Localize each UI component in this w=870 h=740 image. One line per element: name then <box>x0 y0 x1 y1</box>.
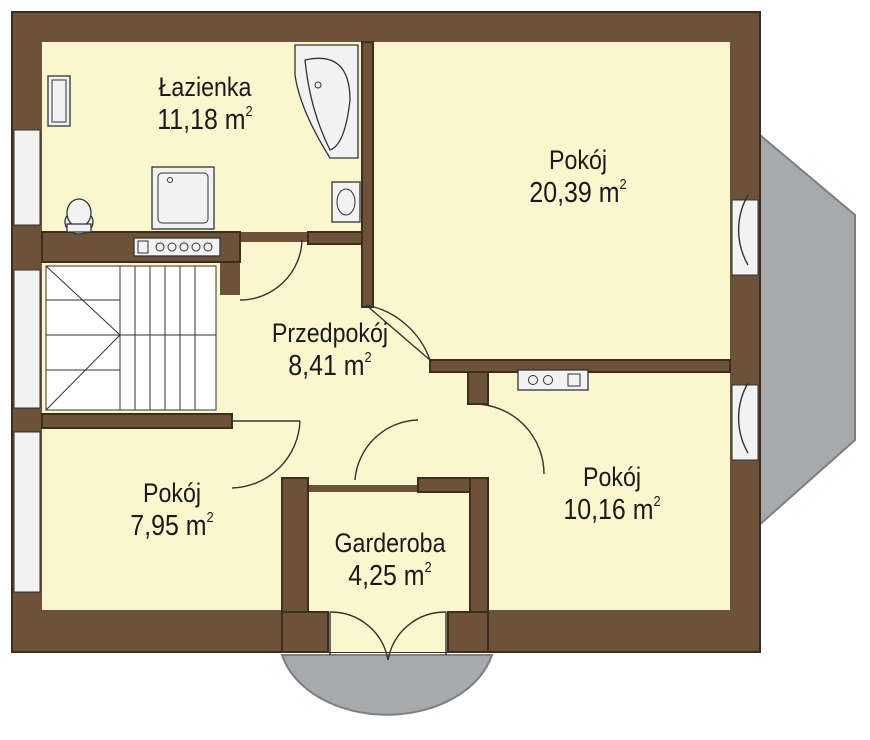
room-name: Pokój <box>548 145 608 175</box>
wall-closet-top <box>417 477 471 493</box>
floor-pokoj-right <box>488 372 730 610</box>
floor-pokoj-small-left <box>42 428 282 610</box>
door-bathroom <box>239 239 303 301</box>
floor-garderoba-entry <box>328 612 448 652</box>
room-name: Przedpokój <box>271 318 389 348</box>
door-pokoj-large <box>365 304 431 361</box>
staircase <box>45 265 217 411</box>
room-area: 10,16 m <box>563 494 654 527</box>
door-bay-bottom <box>329 611 447 661</box>
kitchenette-counter <box>517 369 589 391</box>
room-area: 20,39 m <box>529 177 620 210</box>
door-pokoj-right <box>473 403 545 475</box>
window-right-1 <box>731 199 759 276</box>
window-left-2 <box>13 269 41 409</box>
bath-radiator <box>47 75 71 127</box>
room-area: 7,95 m <box>130 510 207 543</box>
area-unit-exponent: 2 <box>206 509 214 527</box>
room-label-pokoj-right: Pokój 10,16 m2 <box>555 462 668 527</box>
bay-window-right <box>747 122 856 538</box>
room-name: Garderoba <box>334 528 446 558</box>
wall-closet-bottom-left <box>281 611 329 653</box>
room-label-garderoba: Garderoba 4,25 m2 <box>325 528 454 593</box>
room-label-pokoj-small-left: Pokój 7,95 m2 <box>123 478 220 543</box>
door-pokoj-small-left <box>231 420 301 489</box>
area-unit-exponent: 2 <box>424 559 432 577</box>
area-unit-exponent: 2 <box>245 103 253 121</box>
area-unit-exponent: 2 <box>653 493 661 511</box>
room-area: 8,41 m <box>288 350 365 383</box>
toilet <box>64 198 94 235</box>
floor-garderoba <box>308 492 470 612</box>
window-left-1 <box>13 129 41 226</box>
room-name: Łazienka <box>158 72 252 102</box>
room-name: Pokój <box>142 478 202 508</box>
washbasin <box>331 181 361 223</box>
bay-window-bottom <box>280 654 494 716</box>
area-unit-exponent: 2 <box>619 176 627 194</box>
bathtub <box>294 44 359 159</box>
room-label-lazienka: Łazienka 11,18 m2 <box>150 72 261 137</box>
wall-vertical-center <box>361 41 374 308</box>
door-garderoba <box>354 419 419 481</box>
wall-closet-bottom-right <box>447 611 489 653</box>
room-area: 11,18 m <box>157 104 246 137</box>
shower-tray <box>151 166 215 230</box>
room-label-pokoj-large: Pokój 20,39 m2 <box>521 145 634 210</box>
room-label-przedpokoj: Przedpokój 8,41 m2 <box>262 318 397 383</box>
wall-closet-stub <box>467 371 489 405</box>
door-bay-room-large <box>738 194 749 266</box>
wall-stairs-room <box>41 413 233 429</box>
door-bay-room-right <box>738 382 749 454</box>
room-area: 4,25 m <box>348 560 425 593</box>
wall-bath-hall-stub <box>307 231 363 245</box>
room-name: Pokój <box>582 462 642 492</box>
area-unit-exponent: 2 <box>364 349 372 367</box>
wall-closet-right <box>469 477 489 613</box>
bath-counter <box>133 237 221 257</box>
wall-closet-left <box>281 477 309 613</box>
window-left-3 <box>13 431 41 593</box>
